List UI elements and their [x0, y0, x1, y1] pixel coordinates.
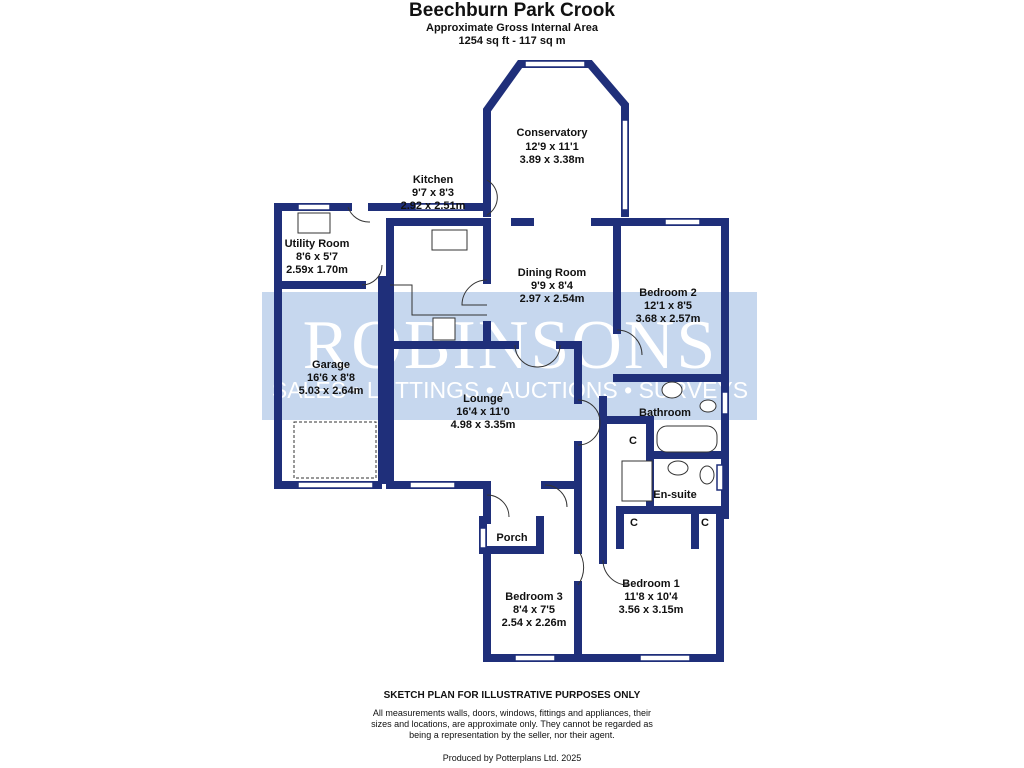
- garage-metric: 5.03 x 2.64m: [299, 385, 364, 397]
- bedroom1-walls: [574, 511, 724, 662]
- kitchen-imperial: 9'7 x 8'3: [412, 187, 454, 199]
- utility-name: Utility Room: [285, 238, 350, 250]
- bedroom3-name: Bedroom 3: [505, 591, 562, 603]
- utility-imperial: 8'6 x 5'7: [296, 251, 338, 263]
- window-ensuite: [716, 464, 724, 491]
- doors: [347, 179, 643, 586]
- cupboard-label-2: C: [630, 517, 638, 529]
- produced-by: Produced by Potterplans Ltd. 2025: [442, 753, 582, 763]
- cupboard-label-3: C: [701, 517, 709, 529]
- utility-sink: [297, 212, 331, 234]
- window-kitchen: [414, 203, 466, 211]
- disclaimer-line-2: sizes and locations, are approximate onl…: [371, 719, 653, 729]
- disclaimer-title: SKETCH PLAN FOR ILLUSTRATIVE PURPOSES ON…: [383, 690, 641, 701]
- utility-metric: 2.59x 1.70m: [286, 264, 348, 276]
- bathroom-wc: [699, 399, 717, 413]
- ensuite-name: En-suite: [653, 489, 696, 501]
- garage-door: [293, 421, 377, 479]
- kitchen-sink: [431, 229, 468, 251]
- dining-imperial: 9'9 x 8'4: [531, 280, 574, 292]
- bathroom-name: Bathroom: [639, 407, 691, 419]
- ensuite-basin: [667, 460, 689, 476]
- conservatory-metric: 3.89 x 3.38m: [520, 154, 585, 166]
- bedroom1-name: Bedroom 1: [622, 578, 679, 590]
- door-utility: [347, 206, 371, 223]
- bedroom2-walls: [621, 218, 729, 389]
- lounge-name: Lounge: [463, 393, 503, 405]
- door-hall: [577, 399, 601, 446]
- kitchen-worktop: [390, 284, 487, 316]
- door-dining: [461, 279, 488, 306]
- window-bedroom2: [664, 218, 701, 226]
- shower-tray: [621, 460, 653, 502]
- bedroom3-metric: 2.54 x 2.26m: [502, 617, 567, 629]
- window-conservatory-top: [524, 60, 586, 68]
- window-porch: [479, 527, 487, 549]
- porch-name: Porch: [496, 532, 527, 544]
- bath: [656, 425, 718, 453]
- door-bedroom2: [616, 329, 643, 356]
- kitchen-name: Kitchen: [413, 174, 454, 186]
- window-bathroom: [721, 391, 729, 415]
- door-bedroom3: [577, 549, 585, 586]
- kitchen-metric: 2.92 x 2.51m: [401, 200, 466, 212]
- bedroom1-imperial: 11'8 x 10'4: [624, 591, 678, 603]
- door-lounge: [514, 344, 561, 368]
- window-bedroom3: [514, 654, 556, 662]
- bathroom-basin: [661, 381, 683, 399]
- plan-title: Beechburn Park Crook: [409, 0, 615, 21]
- door-bedroom1: [602, 559, 629, 586]
- window-conservatory-right: [621, 119, 629, 211]
- bedroom2-imperial: 12'1 x 8'5: [644, 300, 692, 312]
- conservatory-imperial: 12'9 x 11'1: [525, 141, 579, 153]
- door-porch-inner: [544, 484, 568, 508]
- lounge-metric: 4.98 x 3.35m: [451, 419, 516, 431]
- window-garage: [297, 481, 374, 489]
- cupboard-label-1: C: [629, 435, 637, 447]
- dining-name: Dining Room: [518, 267, 587, 279]
- conservatory-name: Conservatory: [517, 127, 589, 139]
- ensuite-wc: [699, 465, 715, 485]
- kitchen-hob: [432, 317, 456, 341]
- garage-imperial: 16'6 x 8'8: [307, 372, 355, 384]
- plan-area: 1254 sq ft - 117 sq m: [458, 35, 566, 47]
- bedroom3-imperial: 8'4 x 7'5: [513, 604, 555, 616]
- window-bedroom1: [639, 654, 691, 662]
- plan-subtitle: Approximate Gross Internal Area: [426, 22, 598, 34]
- window-lounge: [409, 481, 456, 489]
- window-utility: [297, 203, 331, 211]
- garage-name: Garage: [312, 359, 350, 371]
- bedroom2-name: Bedroom 2: [639, 287, 696, 299]
- door-conservatory: [486, 179, 498, 216]
- bedroom1-metric: 3.56 x 3.15m: [619, 604, 684, 616]
- windows: [297, 60, 729, 662]
- door-utility-kitchen: [361, 264, 383, 286]
- lounge-imperial: 16'4 x 11'0: [456, 406, 510, 418]
- door-porch: [486, 494, 510, 518]
- room-labels: Conservatory 12'9 x 11'1 3.89 x 3.38m Ki…: [285, 127, 709, 629]
- dining-metric: 2.97 x 2.54m: [520, 293, 585, 305]
- watermark-band: [262, 292, 757, 420]
- disclaimer-line-3: being a representation by the seller, no…: [409, 730, 615, 740]
- fittings: [293, 212, 718, 502]
- bedroom2-metric: 3.68 x 2.57m: [636, 313, 701, 325]
- disclaimer-line-1: All measurements walls, doors, windows, …: [372, 708, 652, 718]
